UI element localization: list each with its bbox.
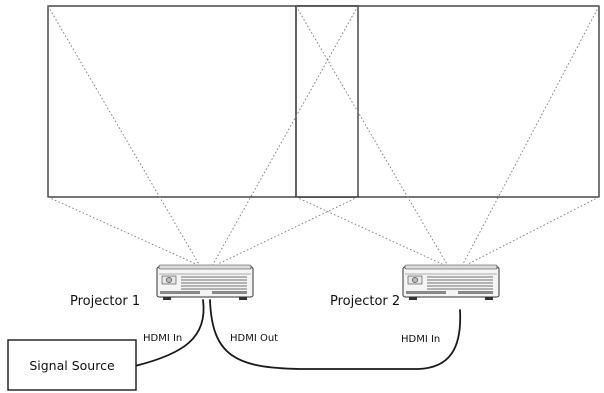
- overlap-region: [295, 5, 359, 198]
- projection-screens: [47, 5, 600, 198]
- projector-1-label: Projector 1: [70, 294, 140, 309]
- signal-source-box: [7, 339, 137, 391]
- projector-2-label: Projector 2: [330, 294, 400, 309]
- p2-hdmi-in-label: HDMI In: [401, 334, 440, 345]
- p2-ray-bottom-left: [295, 196, 443, 265]
- p1-hdmi-out-label: HDMI Out: [230, 333, 278, 344]
- signal-source-label: Signal Source: [29, 358, 115, 373]
- projector-2-rays: [295, 5, 600, 267]
- p2-ray-top-left: [295, 5, 449, 267]
- p1-ray-bottom-left: [47, 196, 197, 265]
- projector-2-icon: [402, 264, 500, 300]
- projector-1-icon: [156, 264, 254, 300]
- p1-ray-bottom-right: [217, 196, 359, 265]
- cable-p1-to-p2: [209, 299, 462, 370]
- p2-ray-bottom-right: [467, 196, 600, 265]
- cable-source-to-p1: [134, 299, 205, 367]
- projector-1-rays: [47, 5, 359, 267]
- p1-hdmi-in-label: HDMI In: [143, 333, 182, 344]
- p1-ray-top-left: [47, 5, 201, 267]
- cables: [134, 299, 462, 370]
- screen-right: [295, 5, 600, 198]
- p1-ray-top-right: [211, 5, 359, 267]
